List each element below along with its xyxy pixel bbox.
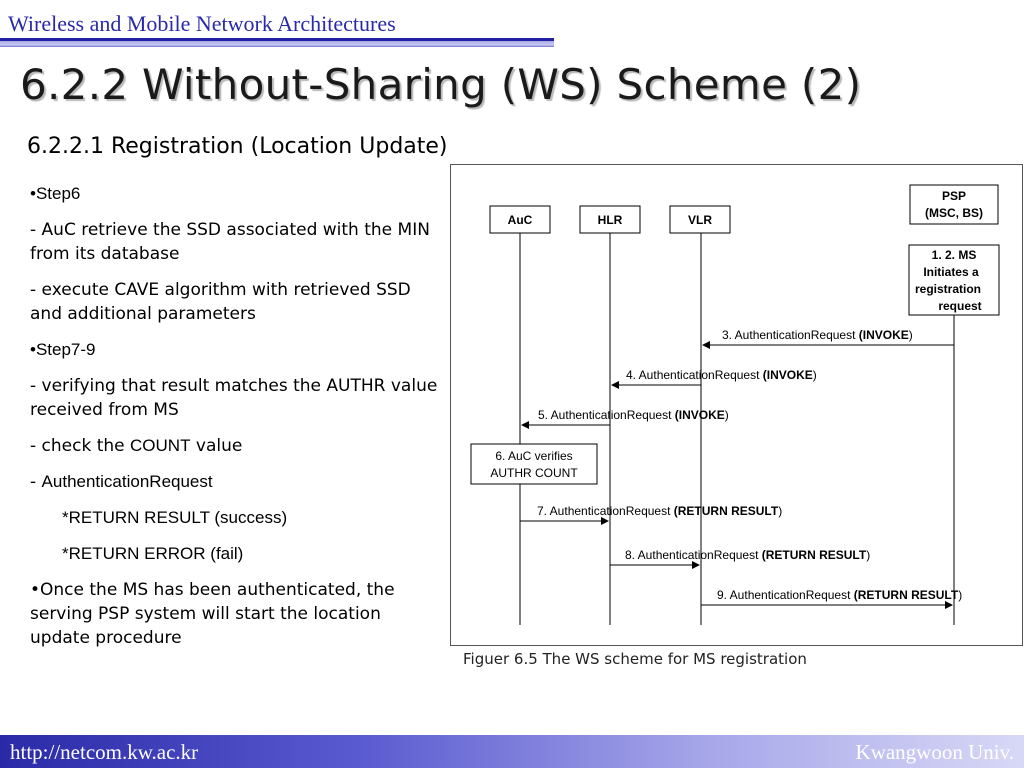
header-rule: [0, 38, 554, 47]
ms-note-line4: request: [938, 299, 981, 313]
bullet-return-error: *RETURN ERROR (fail): [62, 544, 244, 563]
count-suffix: value: [190, 436, 243, 456]
auc-note-line2: AUTHR COUNT: [490, 466, 578, 480]
ms-request-note: 1. 2. MS Initiates a registration reques…: [908, 244, 1000, 316]
count-prefix: - check the: [30, 436, 131, 456]
authreq-prefix: -: [30, 472, 42, 492]
msg7-label: 7. AuthenticationRequest (RETURN RESULT): [537, 504, 782, 518]
bullet-return-result: *RETURN RESULT (success): [62, 508, 288, 527]
msg8-label: 8. AuthenticationRequest (RETURN RESULT): [625, 548, 870, 562]
footer-url[interactable]: http://netcom.kw.ac.kr: [10, 740, 199, 764]
msg4-label: 4. AuthenticationRequest (INVOKE): [626, 368, 817, 382]
bullet-final: •Once the MS has been authenticated, the…: [30, 580, 395, 648]
psp-label-line1: PSP: [942, 189, 966, 203]
bullet-step7-verify: - verifying that result matches the AUTH…: [30, 376, 438, 420]
msg5-label: 5. AuthenticationRequest (INVOKE): [538, 408, 729, 422]
psp-entity: PSP (MSC, BS): [909, 184, 999, 225]
bullet-step6-retrieve: - AuC retrieve the SSD associated with t…: [30, 220, 430, 264]
bullet-list: •Step6 - AuC retrieve the SSD associated…: [30, 182, 442, 662]
hlr-label: HLR: [598, 213, 623, 227]
slide-subtitle: 6.2.2.1 Registration (Location Update): [27, 134, 448, 159]
bullet-step7-count: - check the COUNT value: [30, 434, 442, 458]
auc-label: AuC: [508, 213, 533, 227]
auc-note-line1: 6. AuC verifies: [495, 449, 572, 463]
slide-title: 6.2.2 Without-Sharing (WS) Scheme (2): [20, 60, 862, 109]
msg9-label: 9. AuthenticationRequest (RETURN RESULT): [717, 588, 962, 602]
bullet-step6: •Step6: [30, 184, 81, 203]
sequence-diagram: AuC HLR VLR PSP (MSC, BS) 1. 2. MS Initi…: [450, 164, 1023, 646]
figure-caption: Figuer 6.5 The WS scheme for MS registra…: [463, 650, 807, 668]
count-word: COUNT: [130, 436, 191, 455]
ms-note-line1: 1. 2. MS: [932, 248, 977, 262]
footer-bar: http://netcom.kw.ac.kr Kwangwoon Univ.: [0, 735, 1024, 768]
vlr-entity: VLR: [669, 205, 731, 234]
bullet-step6-cave: - execute CAVE algorithm with retrieved …: [30, 280, 411, 324]
ms-note-line2: Initiates a: [923, 265, 979, 279]
msg3-label: 3. AuthenticationRequest (INVOKE): [722, 328, 913, 342]
authreq-word: AuthenticationRequest: [41, 472, 213, 491]
auc-entity: AuC: [489, 205, 551, 234]
sequence-diagram-svg: AuC HLR VLR PSP (MSC, BS) 1. 2. MS Initi…: [470, 184, 1000, 625]
auc-verify-note: 6. AuC verifies AUTHR COUNT: [470, 443, 598, 485]
hlr-entity: HLR: [579, 205, 641, 234]
footer-org: Kwangwoon Univ.: [855, 740, 1014, 764]
bullet-step7-authreq: - AuthenticationRequest: [30, 470, 442, 494]
course-title: Wireless and Mobile Network Architecture…: [8, 11, 396, 36]
ms-note-line3: registration: [915, 282, 981, 296]
vlr-label: VLR: [688, 213, 712, 227]
bullet-step7: •Step7-9: [30, 340, 96, 359]
psp-label-line2: (MSC, BS): [925, 206, 983, 220]
